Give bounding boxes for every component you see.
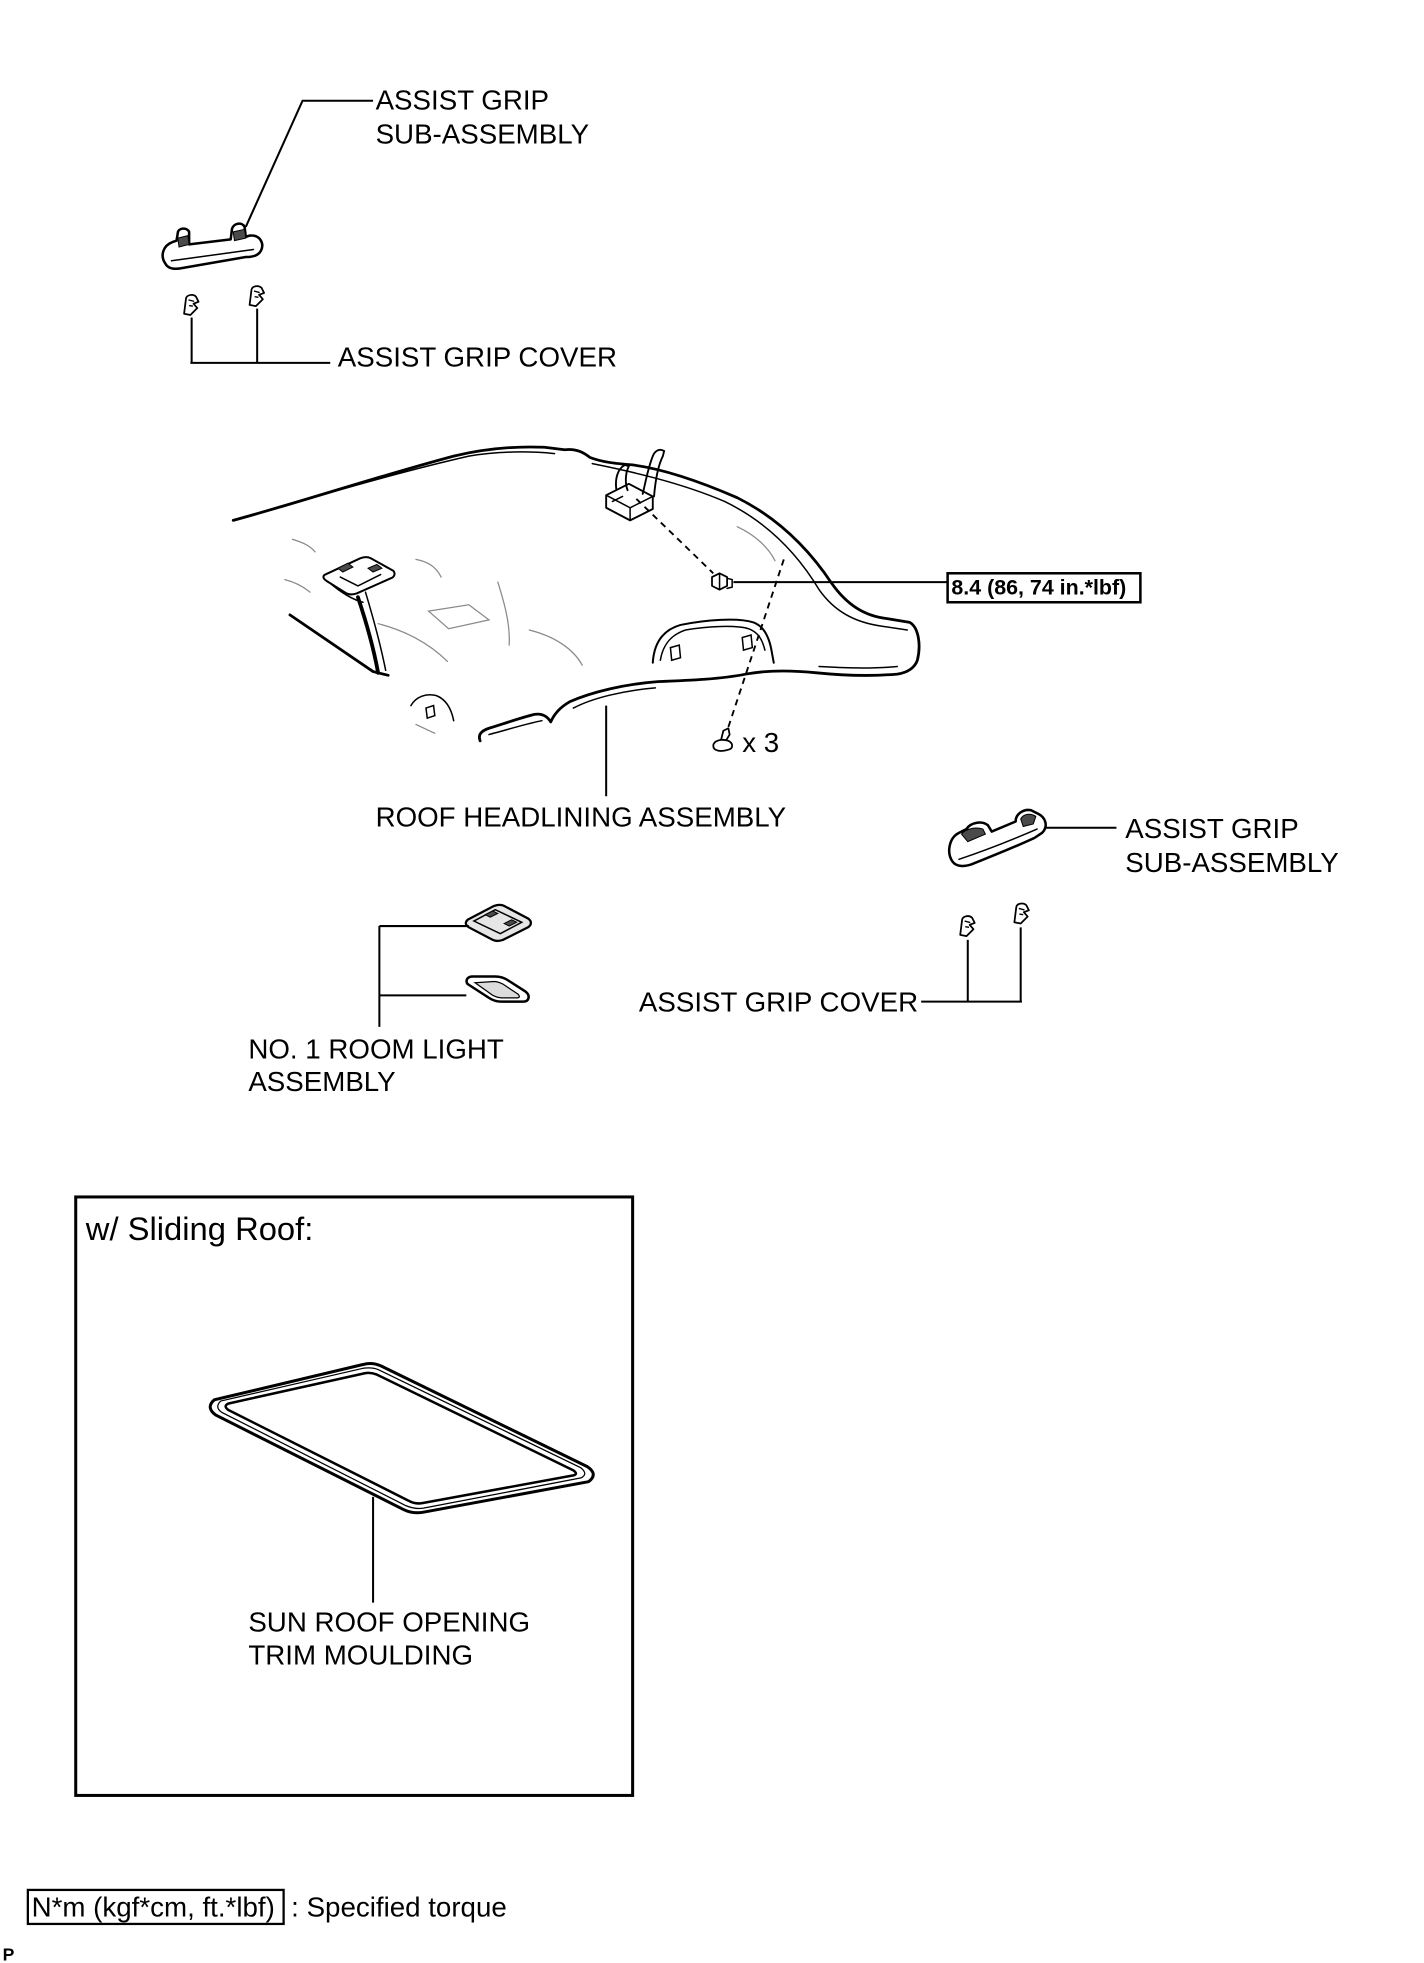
assist-grip-cover-upper-right: [248, 285, 265, 308]
torque-box: [946, 572, 1142, 604]
legend-description: : Specified torque: [291, 1891, 507, 1922]
assist-grip-cover-upper-bracket: [190, 308, 331, 364]
sliding-roof-inset-frame: [74, 1195, 635, 1797]
bolt-install-path: [635, 498, 714, 574]
assist-grip-lower: [947, 808, 1047, 868]
roof-headlining-assembly: [231, 445, 921, 743]
sun-roof-moulding-label-line1: SUN ROOF OPENING: [248, 1607, 530, 1638]
assist-grip-lower-label-line1: ASSIST GRIP: [1125, 813, 1298, 844]
sun-roof-opening-trim-moulding: [208, 1362, 595, 1515]
sun-roof-moulding-label-line2: TRIM MOULDING: [248, 1639, 473, 1670]
sliding-roof-heading: w/ Sliding Roof:: [85, 1210, 314, 1247]
assist-grip-cover-upper-left: [183, 294, 200, 316]
roof-headlining-label: ROOF HEADLINING ASSEMBLY: [376, 802, 787, 833]
room-light-bracket: [378, 925, 469, 1027]
room-light-label-line2: ASSEMBLY: [248, 1066, 395, 1097]
assist-grip-upper-leader: [244, 99, 374, 228]
clip-install-path: [726, 559, 785, 732]
assist-grip-cover-upper-label: ASSIST GRIP COVER: [338, 342, 617, 373]
page-marker: P: [3, 1944, 15, 1963]
room-light-lens: [465, 975, 530, 1003]
room-light-label-line1: NO. 1 ROOM LIGHT: [248, 1033, 504, 1064]
assist-grip-cover-lower-label: ASSIST GRIP COVER: [639, 987, 918, 1018]
assist-grip-upper-label-line1: ASSIST GRIP: [376, 85, 549, 116]
legend-torque-units: N*m (kgf*cm, ft.*lbf): [32, 1891, 275, 1922]
assist-grip-cover-lower-left: [959, 915, 976, 938]
assist-grip-cover-lower-right: [1013, 902, 1030, 925]
clip-quantity: x 3: [742, 727, 779, 758]
headlining-clip: [712, 727, 734, 752]
assist-grip-upper-label-line2: SUB-ASSEMBLY: [376, 119, 589, 150]
assist-grip-upper: [161, 222, 264, 271]
assist-grip-lower-label-line2: SUB-ASSEMBLY: [1125, 847, 1338, 878]
torque-value: 8.4 (86, 74 in.*lbf): [951, 576, 1126, 600]
legend-torque-box: [26, 1888, 285, 1926]
assist-grip-cover-lower-bracket: [921, 927, 1022, 1003]
room-light-assembly: [464, 903, 533, 942]
bolt: [711, 572, 733, 591]
